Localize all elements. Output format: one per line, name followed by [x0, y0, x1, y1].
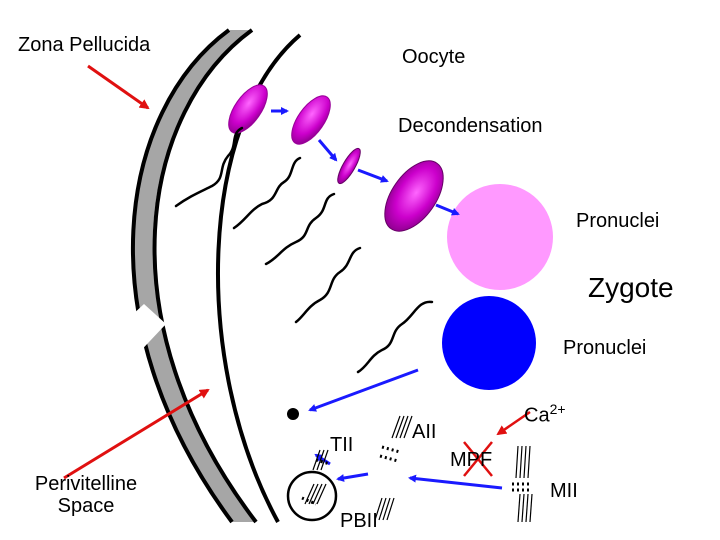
sperm-icon: [232, 156, 302, 230]
zona-pointer-arrow: [87, 64, 150, 110]
label-zygote: Zygote: [588, 272, 674, 303]
label-oocyte: Oocyte: [402, 46, 466, 68]
chromatin-dot: [287, 408, 299, 420]
polar-body-pbii: [286, 470, 338, 522]
label-pbii: PBII: [340, 510, 378, 532]
label-perivitelline-line1: Perivitelline: [34, 473, 138, 495]
label-mii: MII: [550, 480, 578, 502]
zona-outer-edge: [131, 28, 234, 524]
label-calcium-charge: 2+: [549, 401, 566, 417]
male-pronucleus: [442, 296, 536, 390]
progression-arrows: [271, 107, 503, 490]
sperm-icon: [264, 192, 336, 266]
label-perivitelline-space: Perivitelline Space: [18, 473, 154, 517]
sperm-tails: [174, 126, 434, 374]
oocyte-membrane: [215, 33, 302, 523]
label-tii: TII: [330, 434, 354, 456]
perivitelline-pointer-arrow: [63, 388, 210, 480]
label-pronuclei-bottom: Pronuclei: [563, 337, 647, 359]
label-perivitelline-line2: Space: [57, 495, 115, 517]
sperm-head-3: [337, 147, 361, 185]
sperm-head-2: [291, 95, 331, 145]
spindle-dots: [301, 445, 532, 506]
sperm-icon: [294, 246, 362, 324]
female-pronucleus: [447, 184, 553, 290]
zona-gap: [116, 304, 166, 360]
label-aii: AII: [412, 421, 437, 443]
sperm-head-4: [384, 160, 444, 232]
zona-inner-edge: [152, 28, 258, 524]
chromosome-icon: [304, 415, 533, 523]
sperm-icon: [174, 126, 244, 208]
label-mpf: MPF: [450, 449, 493, 471]
label-decondensation: Decondensation: [398, 115, 543, 137]
label-pronuclei-top: Pronuclei: [576, 210, 660, 232]
label-zona-pellucida: Zona Pellucida: [18, 34, 151, 56]
calcium-arrow: [496, 410, 531, 436]
sperm-head-1: [228, 84, 268, 134]
label-calcium: Ca2+: [524, 401, 566, 427]
sperm-icon: [356, 300, 434, 374]
label-calcium-symbol: Ca: [524, 404, 550, 427]
x-icon: [463, 441, 493, 477]
